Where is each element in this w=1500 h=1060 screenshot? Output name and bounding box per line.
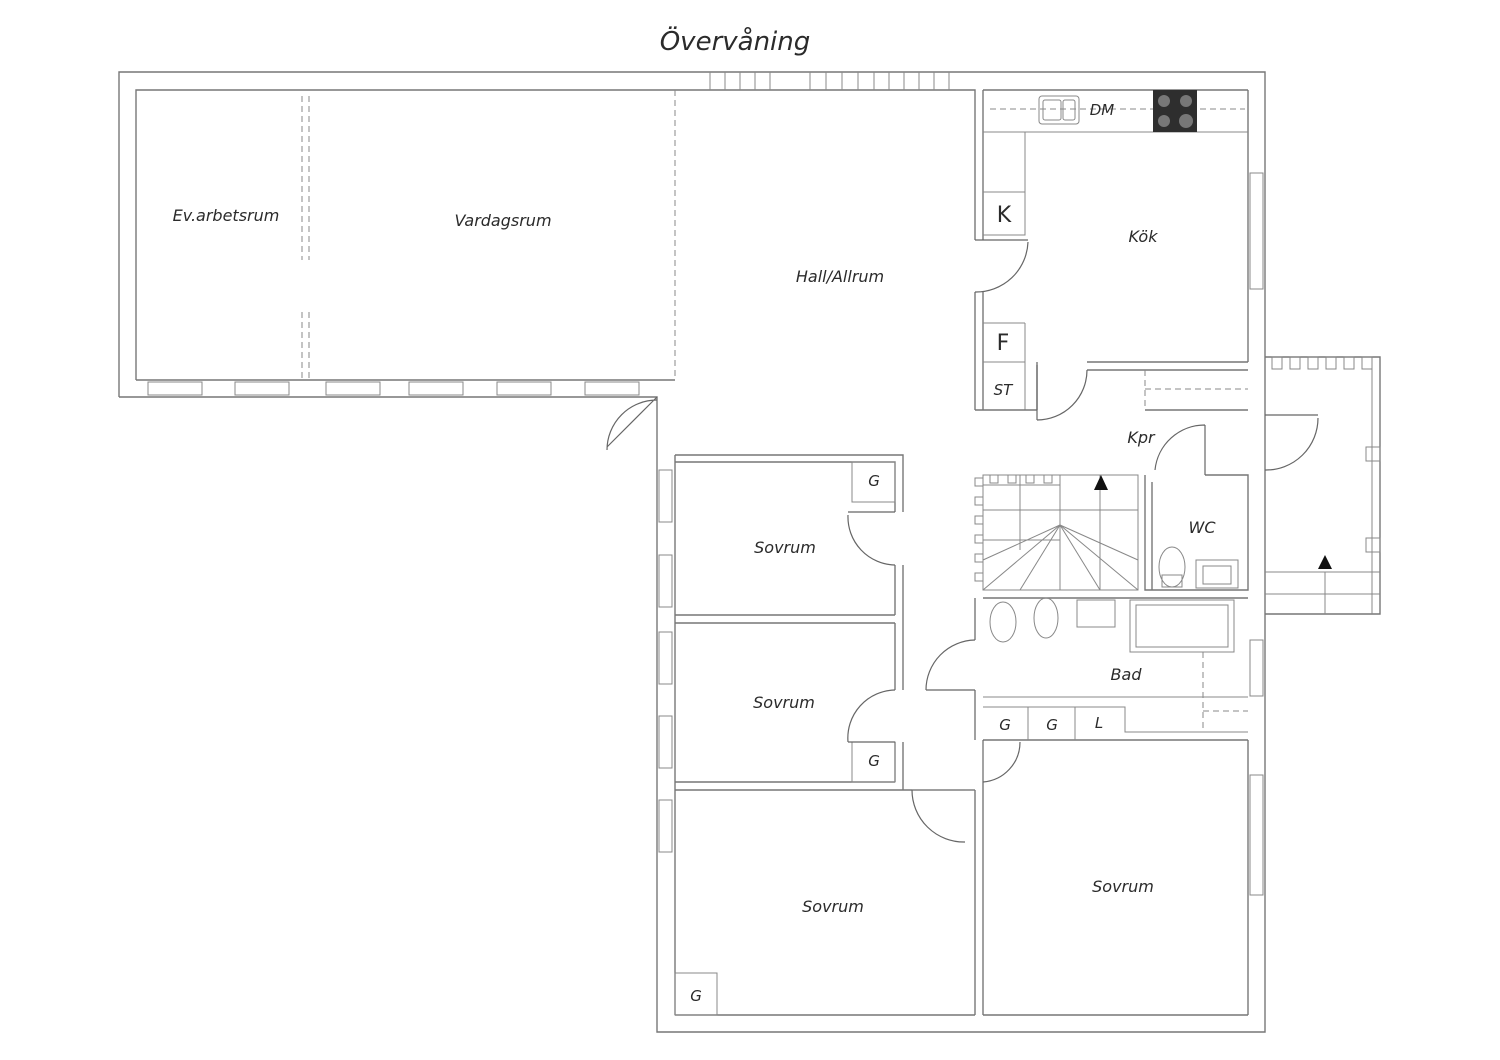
windows bbox=[147, 72, 1264, 896]
room-sovrum-label: Sovrum bbox=[802, 897, 864, 916]
fixture-dm-label: DM bbox=[1090, 101, 1115, 119]
room-hall-allrum-label: Hall/Allrum bbox=[796, 267, 884, 286]
fixture-g-label: G bbox=[1046, 716, 1058, 734]
room-sovrum-label: Sovrum bbox=[753, 693, 815, 712]
room-wc-label: WC bbox=[1189, 518, 1217, 537]
fixture-g-label: G bbox=[868, 472, 880, 490]
room-sovrum-label: Sovrum bbox=[754, 538, 816, 557]
floor-title: Övervåning bbox=[660, 25, 811, 57]
room-kok-label: Kök bbox=[1129, 227, 1159, 246]
doors bbox=[606, 239, 1319, 843]
room-kpr-label: Kpr bbox=[1127, 428, 1156, 447]
entrance-porch bbox=[1265, 356, 1381, 615]
room-bad-label: Bad bbox=[1111, 665, 1143, 684]
room-vardagsrum-label: Vardagsrum bbox=[454, 211, 551, 230]
fixture-g-label: G bbox=[868, 752, 880, 770]
fixture-f-label: F bbox=[997, 331, 1010, 356]
kitchen bbox=[974, 90, 1248, 411]
fixture-l-label: L bbox=[1095, 714, 1103, 732]
bedroom-walls bbox=[674, 454, 1248, 1016]
fixture-st-label: ST bbox=[994, 381, 1015, 399]
fixture-g-label: G bbox=[690, 987, 702, 1005]
staircase bbox=[974, 474, 1139, 591]
room-ev-arbetsrum-label: Ev.arbetsrum bbox=[173, 206, 280, 225]
fixture-k-label: K bbox=[997, 203, 1012, 228]
bathrooms bbox=[974, 474, 1249, 740]
room-sovrum-label: Sovrum bbox=[1092, 877, 1154, 896]
fixture-g-label: G bbox=[999, 716, 1011, 734]
dashed-dividers bbox=[301, 90, 1245, 380]
